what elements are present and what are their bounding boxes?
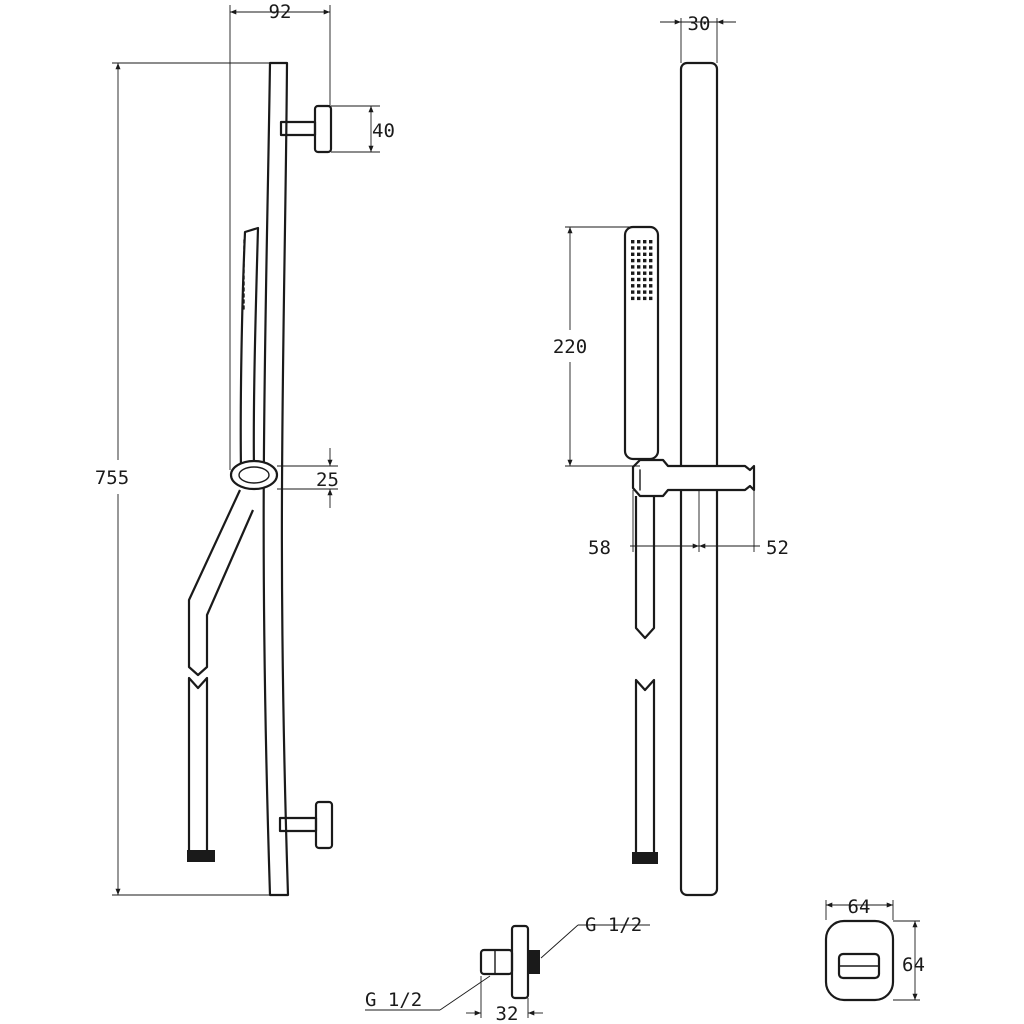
nozzle-dot (637, 240, 641, 244)
nozzle-dot (649, 290, 653, 294)
nozzle-grid (631, 240, 653, 301)
side-view: 92 755 40 25 (95, 1, 395, 897)
bottom-wall-bracket (278, 800, 334, 850)
hose-upper (187, 489, 255, 677)
nozzle-dot (631, 284, 635, 288)
nozzle-dot (631, 277, 635, 282)
wall-outlet-detail (365, 924, 650, 1018)
nozzle-dot (649, 258, 653, 263)
curved-rail (262, 61, 290, 897)
nozzle-dot (649, 240, 653, 244)
nozzle-dot (637, 258, 641, 263)
nozzle-dot (631, 290, 635, 294)
nozzle-dot (643, 265, 647, 269)
label-slider-right: 52 (766, 537, 789, 559)
nozzle-dot (631, 296, 635, 301)
nozzle-dot (643, 246, 647, 250)
nozzle-dot (631, 265, 635, 269)
label-plate-height: 64 (902, 954, 925, 976)
nozzle-dot (643, 252, 647, 256)
nozzle-dot (637, 271, 641, 275)
nozzle-dot (643, 271, 647, 275)
nozzle-dot (643, 240, 647, 244)
nozzle-dot (649, 265, 653, 269)
wall-plate-detail (824, 900, 920, 1002)
nozzle-dot (637, 277, 641, 282)
label-thread-top: G 1/2 (585, 914, 642, 936)
nozzle-dot (637, 265, 641, 269)
hose-front-nut (632, 852, 658, 864)
label-total-height: 755 (95, 467, 129, 489)
nozzle-dot (637, 296, 641, 301)
nozzle-dot (637, 284, 641, 288)
label-width-side: 92 (269, 1, 292, 23)
nozzle-dot (631, 246, 635, 250)
dim-bar-diameter (660, 18, 736, 63)
label-slider-left: 58 (588, 537, 611, 559)
label-handshower-length: 220 (553, 336, 587, 358)
hose-lower (187, 676, 209, 850)
nozzle-dot (637, 290, 641, 294)
front-view: 30 220 58 52 (553, 13, 789, 897)
dim-total-height (112, 62, 270, 896)
dim-bracket-depth (331, 105, 380, 153)
label-bar-diameter: 30 (688, 13, 711, 35)
label-slider-height: 25 (316, 469, 339, 491)
hose-front-lower (634, 678, 656, 852)
nozzle-dot (649, 284, 653, 288)
nozzle-dot (631, 252, 635, 256)
hose-front-upper (634, 496, 656, 640)
nozzle-dot (643, 258, 647, 263)
nozzle-dot (649, 277, 653, 282)
hose-nut (187, 850, 215, 862)
label-bracket-depth: 40 (372, 120, 395, 142)
top-wall-bracket (279, 104, 333, 154)
nozzle-dot (649, 296, 653, 301)
nozzle-dot (649, 246, 653, 250)
hand-shower-front (623, 225, 660, 461)
nozzle-dot (631, 271, 635, 275)
label-outlet-depth: 32 (496, 1003, 519, 1024)
nozzle-dot (643, 284, 647, 288)
nozzle-dot (631, 258, 635, 263)
slider-side (229, 459, 279, 491)
dim-slider-offsets (630, 490, 760, 552)
nozzle-dot (643, 277, 647, 282)
label-thread-bottom: G 1/2 (365, 989, 422, 1011)
hand-shower-side (239, 226, 260, 472)
nozzle-dot (649, 271, 653, 275)
nozzle-dot (637, 252, 641, 256)
nozzle-dot (637, 246, 641, 250)
nozzle-dot (643, 290, 647, 294)
slider-front (631, 458, 756, 498)
nozzle-dot (631, 240, 635, 244)
nozzle-dot (649, 252, 653, 256)
dim-handshower-length (565, 226, 645, 467)
label-plate-width: 64 (848, 896, 871, 918)
dim-width-side (229, 5, 331, 470)
nozzle-dot (643, 296, 647, 301)
dim-slider-height (277, 448, 338, 508)
